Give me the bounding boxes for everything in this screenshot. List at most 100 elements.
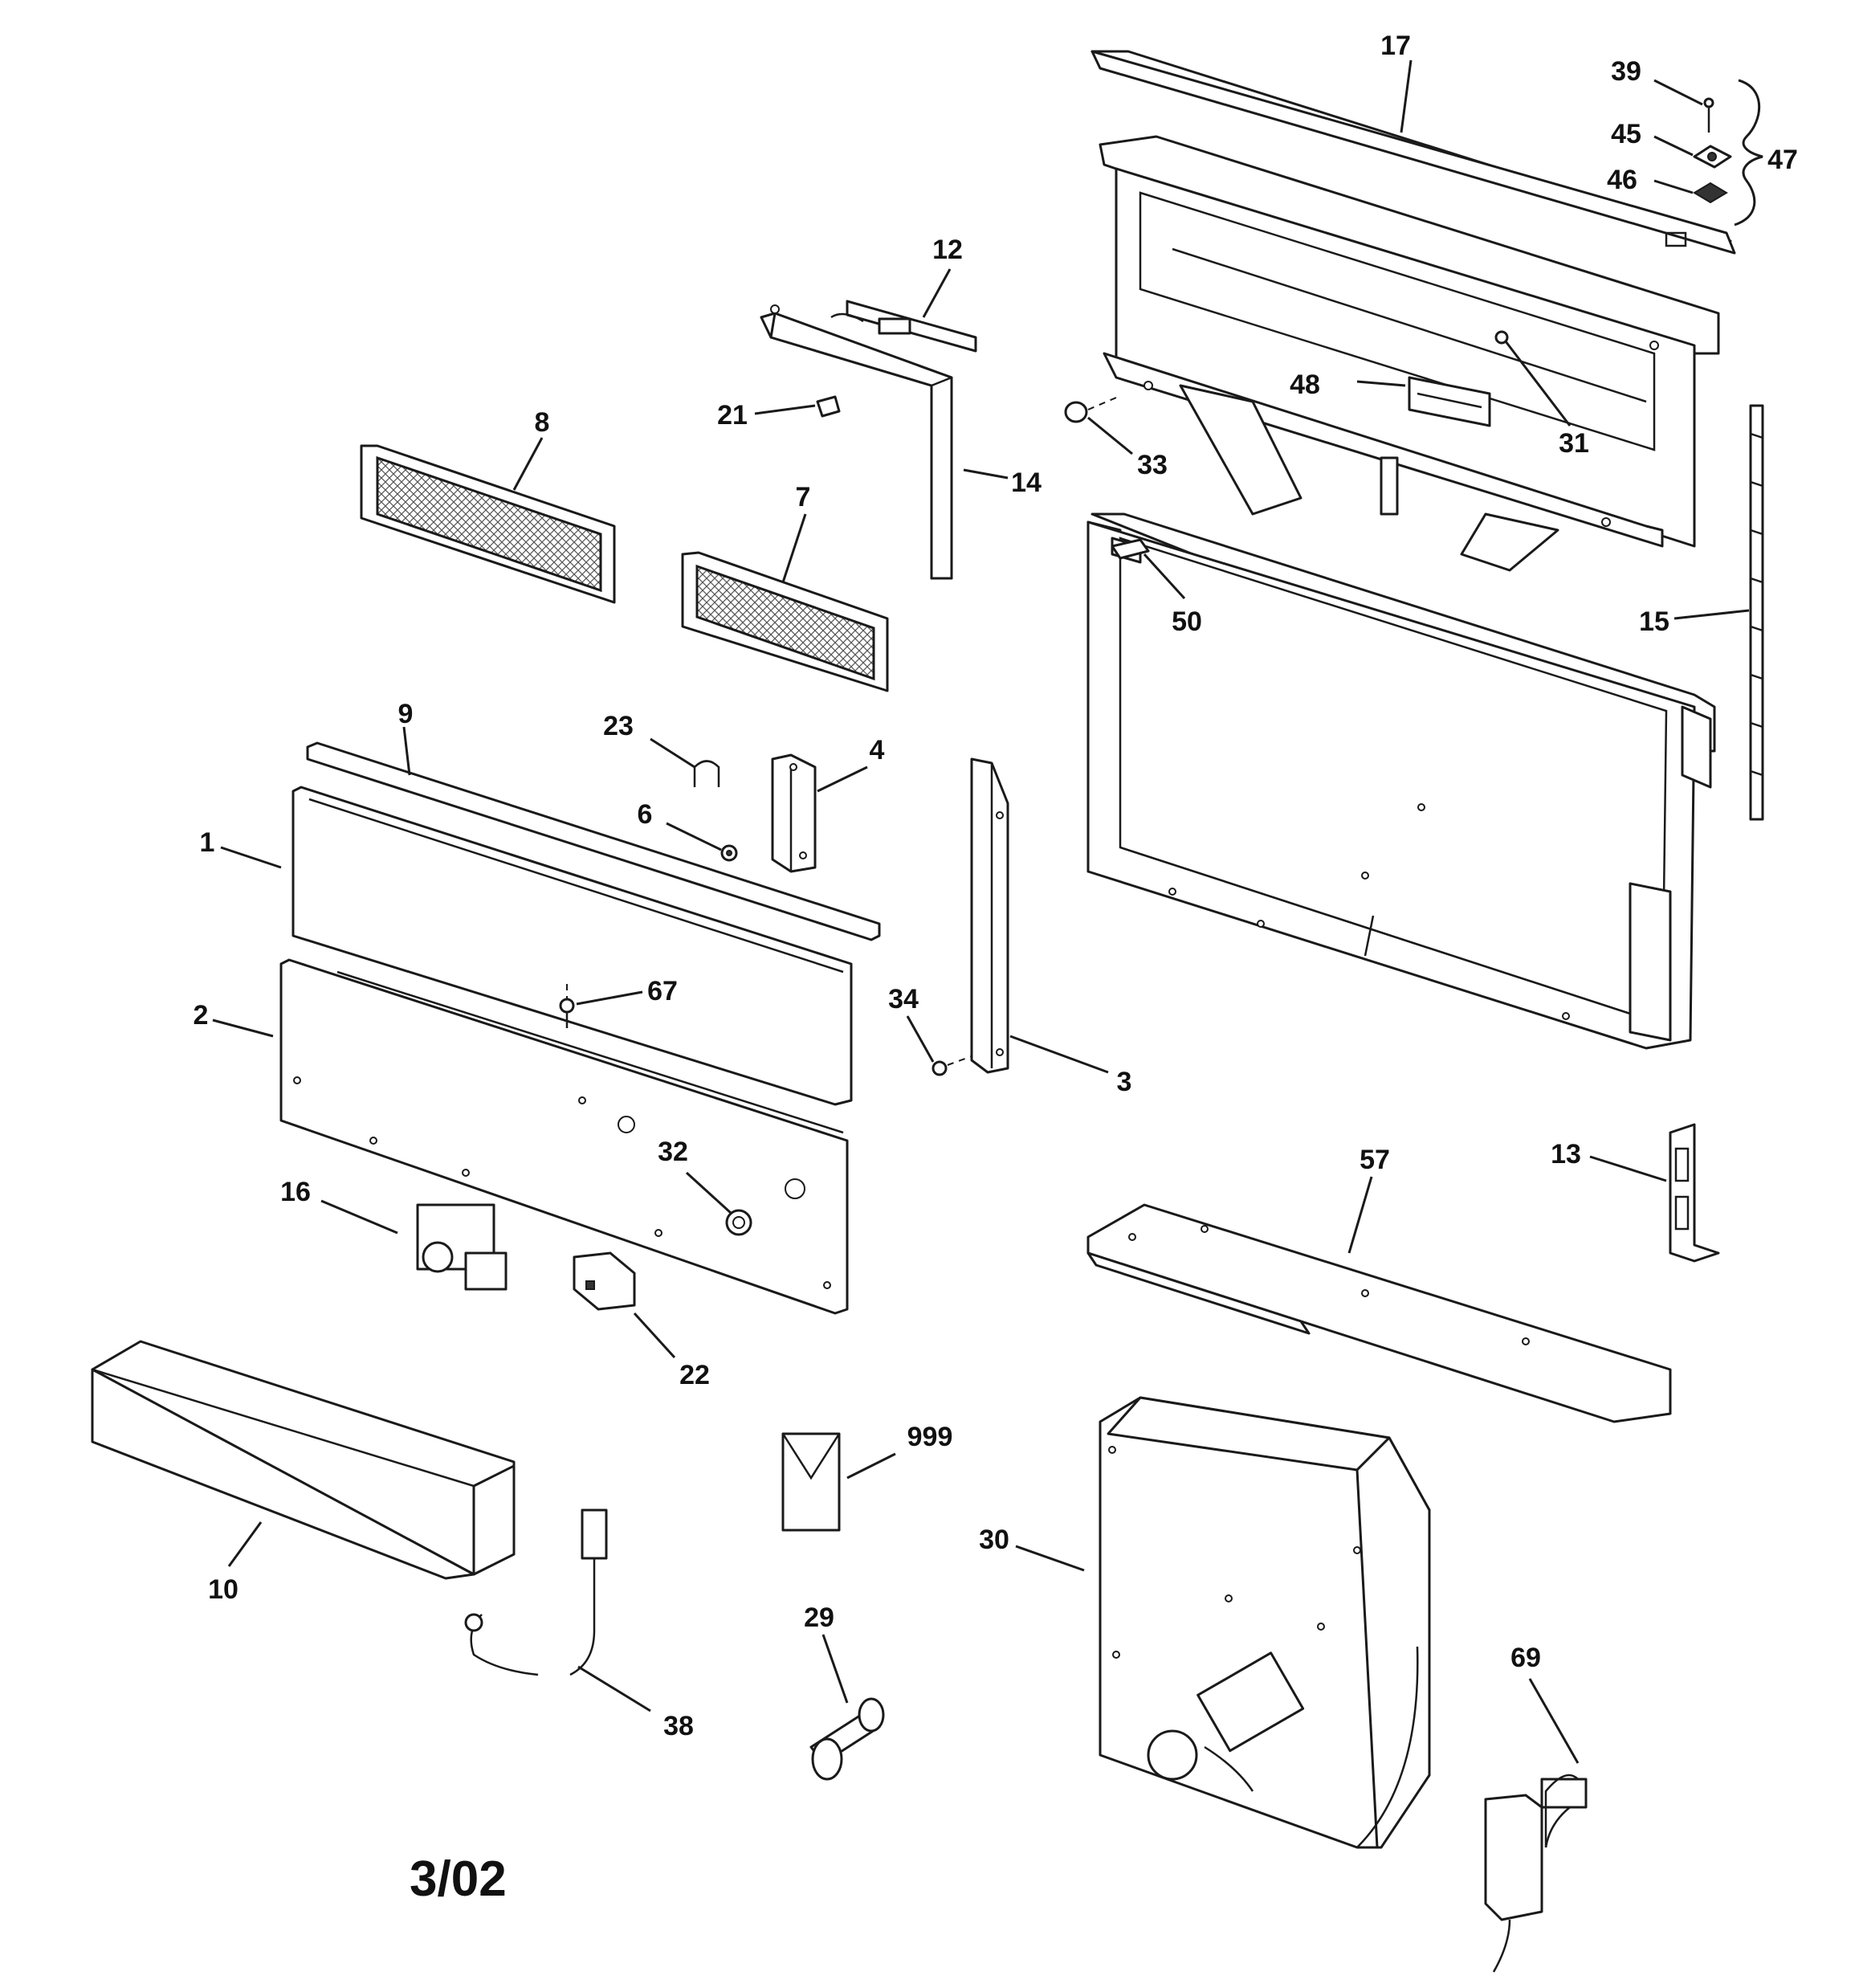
callout-16: 16	[280, 1177, 311, 1207]
callout-1: 1	[200, 827, 215, 858]
part-3-rail	[970, 757, 1009, 1074]
callout-29: 29	[804, 1602, 834, 1633]
callout-47: 47	[1767, 145, 1798, 175]
part-45-nut	[1693, 145, 1732, 169]
part-12-switch-bracket	[830, 300, 977, 353]
callout-32: 32	[658, 1137, 688, 1167]
callout-9: 9	[398, 699, 414, 729]
leader-15	[1673, 609, 1750, 620]
callout-14: 14	[1011, 467, 1042, 498]
callout-8: 8	[535, 407, 550, 438]
callout-23: 23	[603, 711, 634, 741]
part-34-screw	[932, 1055, 972, 1076]
date-code: 3/02	[410, 1851, 507, 1907]
callout-10: 10	[208, 1574, 238, 1605]
part-1-front-panel	[291, 786, 853, 1106]
part-50-pad	[1111, 538, 1150, 560]
leader-3	[1009, 1035, 1109, 1074]
callout-57: 57	[1360, 1145, 1390, 1175]
callout-17: 17	[1380, 31, 1411, 61]
part-13-bracket	[1669, 1123, 1720, 1263]
leader-33	[1087, 416, 1133, 455]
leader-17	[1400, 59, 1413, 133]
part-4-bracket	[771, 753, 817, 873]
callout-50: 50	[1172, 606, 1202, 637]
part-10-duct	[91, 1340, 516, 1580]
callout-999: 999	[907, 1422, 953, 1452]
callout-12: 12	[932, 235, 963, 265]
leader-34	[906, 1015, 935, 1063]
leader-67	[576, 990, 643, 1006]
part-22-switch	[573, 1251, 636, 1311]
leader-13	[1589, 1155, 1667, 1182]
callout-38: 38	[663, 1711, 694, 1741]
part-48-label-plate	[1408, 376, 1491, 427]
leader-10	[227, 1521, 263, 1567]
leader-69	[1528, 1678, 1580, 1764]
part-16-motor	[416, 1203, 508, 1291]
part-14-l-bracket	[760, 304, 953, 580]
callout-34: 34	[888, 984, 919, 1014]
leader-48	[1356, 380, 1406, 387]
callout-30: 30	[979, 1525, 1009, 1555]
callout-3: 3	[1117, 1067, 1132, 1097]
callout-7: 7	[796, 482, 811, 512]
part-2-front-panel	[279, 958, 849, 1315]
leader-30	[1015, 1545, 1085, 1572]
leader-23	[650, 737, 695, 769]
part-15-strap	[1749, 404, 1764, 821]
part-38-power-cord	[464, 1508, 608, 1676]
callout-67: 67	[647, 976, 678, 1006]
part-9-seal	[306, 741, 881, 941]
callout-33: 33	[1137, 450, 1168, 480]
leader-4	[817, 765, 868, 793]
callout-39: 39	[1611, 56, 1641, 87]
part-23-spring	[693, 760, 720, 787]
leader-9	[402, 726, 411, 776]
part-67-screw	[559, 984, 575, 1028]
leader-8	[512, 437, 544, 491]
leader-45	[1653, 135, 1694, 157]
leader-21	[754, 404, 816, 415]
callout-21: 21	[717, 400, 748, 431]
leader-32	[685, 1171, 732, 1214]
upper-housing	[1099, 135, 1720, 572]
leader-14	[963, 468, 1009, 480]
leader-29	[821, 1634, 849, 1704]
leader-39	[1653, 79, 1703, 106]
callout-69: 69	[1510, 1643, 1541, 1673]
leader-2	[212, 1018, 274, 1038]
part-999-manual	[781, 1432, 841, 1532]
callout-15: 15	[1639, 606, 1669, 637]
leader-7	[781, 513, 807, 583]
part-7-filter	[681, 551, 889, 692]
callout-13: 13	[1551, 1139, 1581, 1170]
leader-57	[1347, 1176, 1373, 1254]
leader-22	[633, 1312, 676, 1359]
callout-48: 48	[1290, 369, 1320, 400]
part-8-filter	[360, 444, 616, 604]
part-17-top-trim	[1090, 50, 1736, 255]
part-29-capacitor	[809, 1697, 885, 1781]
part-30-blower	[1099, 1396, 1431, 1849]
part-39-screw	[1703, 97, 1714, 133]
part-57-channel	[1086, 1203, 1672, 1423]
leader-50	[1143, 553, 1186, 600]
leader-31	[1504, 341, 1572, 427]
part-21-clip	[816, 395, 841, 418]
callout-2: 2	[194, 1000, 209, 1031]
leader-6	[666, 822, 722, 851]
callout-4: 4	[870, 735, 885, 765]
part-31-screw	[1494, 330, 1509, 345]
part-33-plug	[1064, 397, 1117, 423]
callout-22: 22	[679, 1360, 710, 1390]
leader-999	[846, 1452, 896, 1480]
leader-46	[1653, 179, 1694, 194]
part-69-harness	[1484, 1774, 1588, 1973]
leader-38	[577, 1665, 651, 1712]
brace-47	[1734, 79, 1763, 227]
callout-46: 46	[1607, 165, 1637, 195]
part-46-clip	[1693, 182, 1728, 204]
lower-plenum	[1086, 512, 1716, 1050]
